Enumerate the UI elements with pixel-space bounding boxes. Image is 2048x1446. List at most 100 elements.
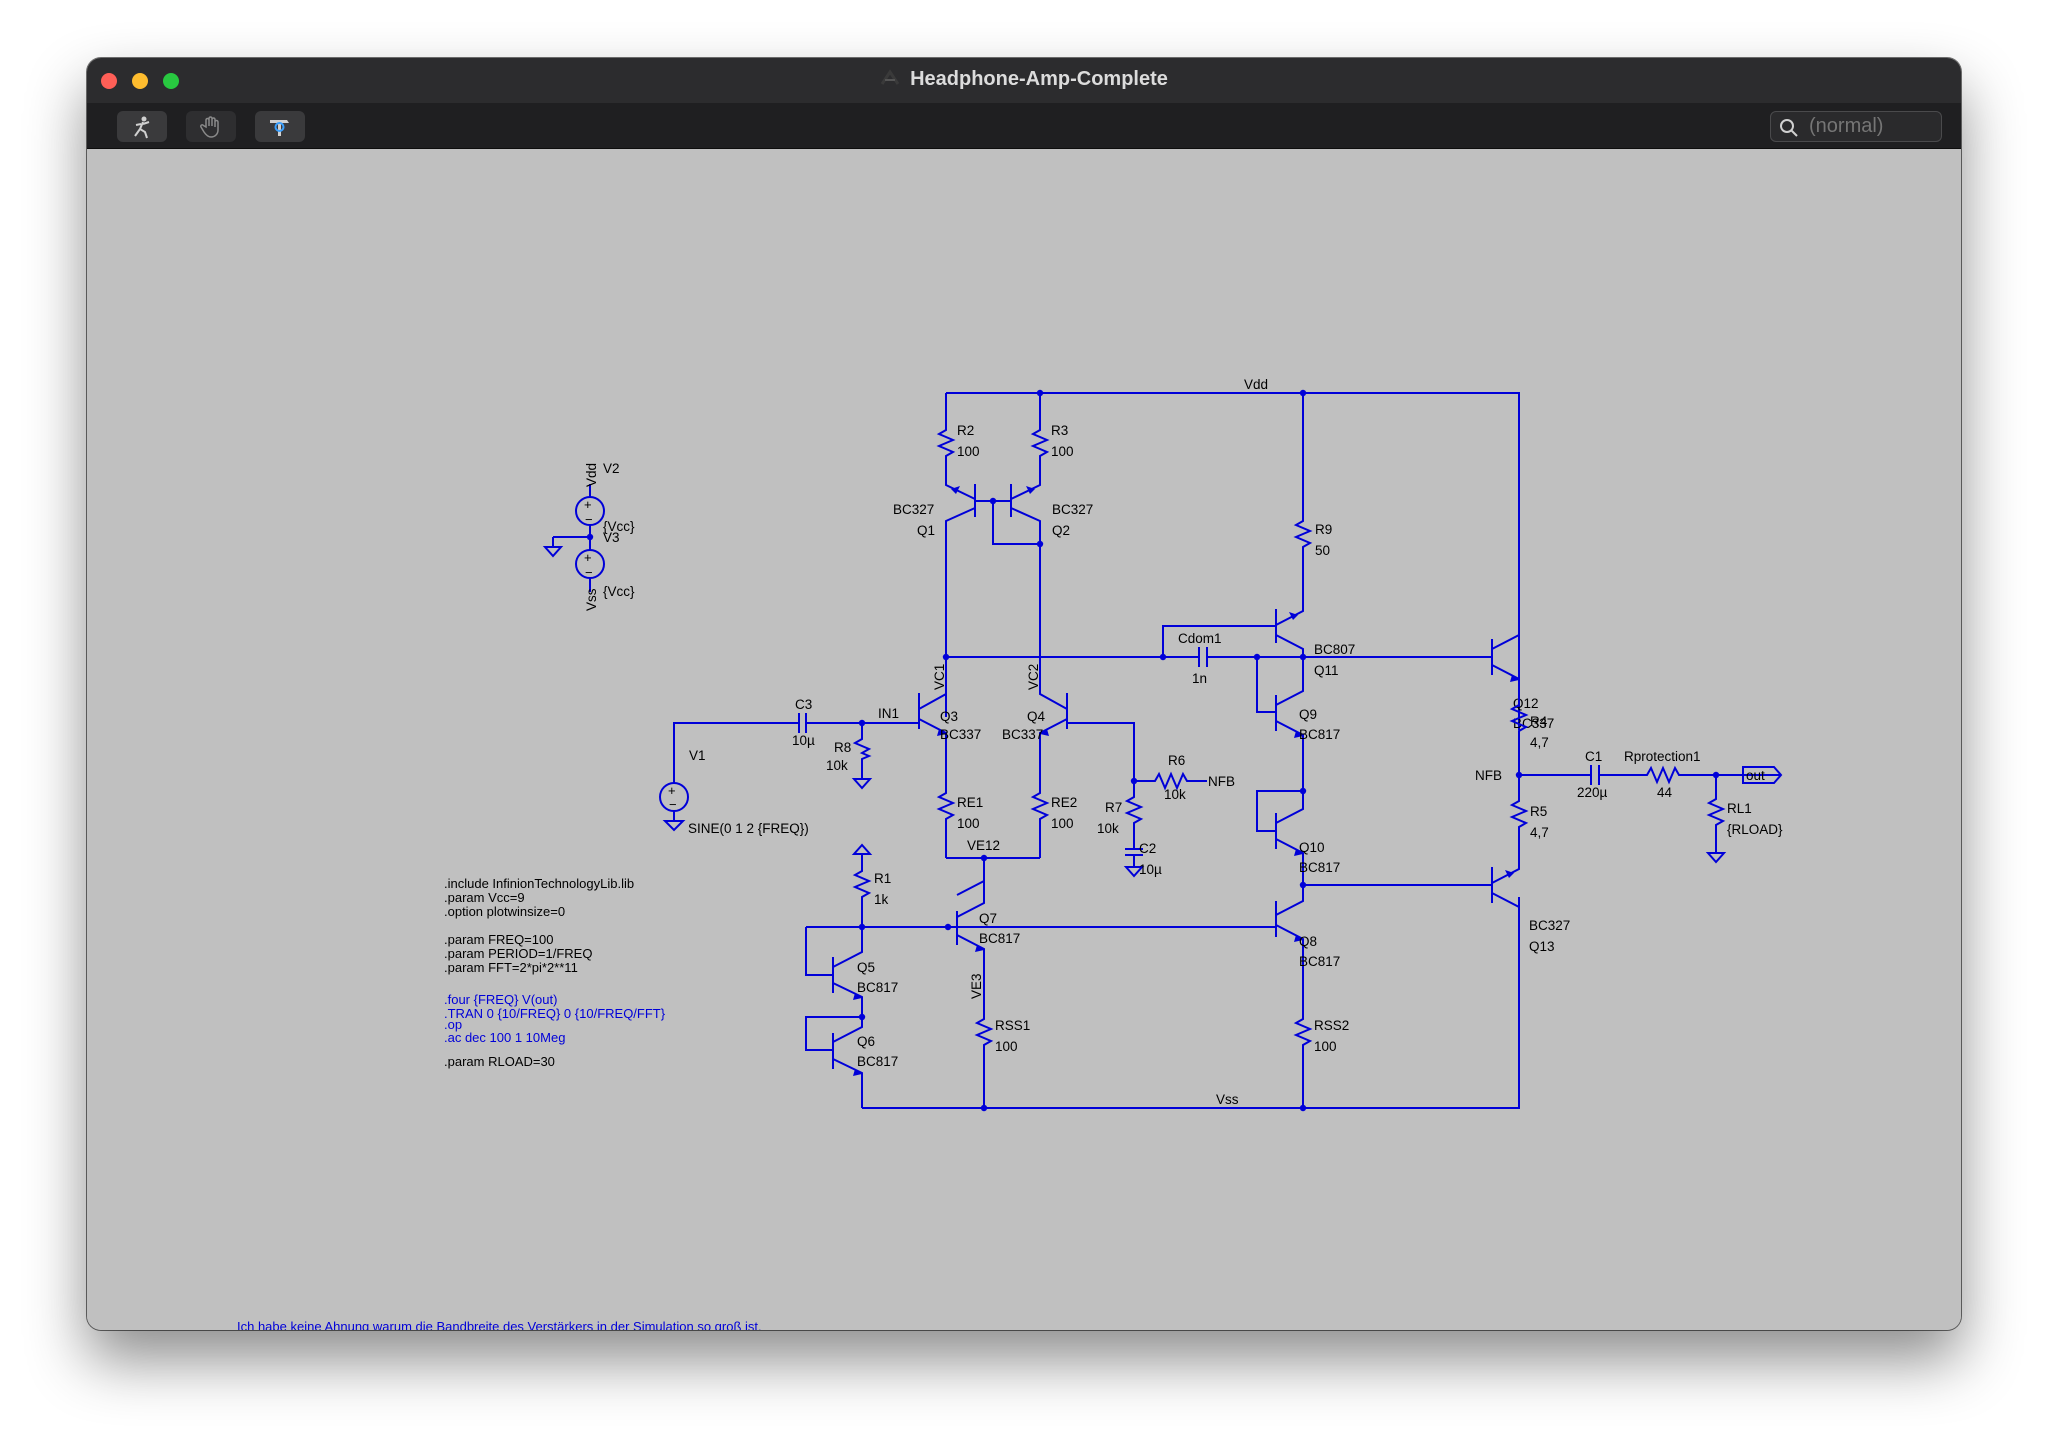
directive-param-vcc: .param Vcc=9: [444, 890, 525, 905]
rss2-value: 100: [1314, 1039, 1337, 1054]
c3-name: C3: [795, 697, 812, 712]
window-title-text: Headphone-Amp-Complete: [910, 68, 1168, 90]
tune-button[interactable]: [255, 111, 305, 142]
r6-name: R6: [1168, 753, 1185, 768]
input-stage: + − C3 10µ R8 10k IN1 V1 SINE(0 1 2 {FRE…: [659, 697, 919, 836]
toolbar: [87, 103, 1961, 149]
re1-value: 100: [957, 816, 980, 831]
current-mirror: R2 100 R3 100 BC327 Q1 BC327 Q2: [893, 393, 1093, 717]
directive-four: .four {FREQ} V(out): [444, 992, 557, 1007]
rl1-value: {RLOAD}: [1727, 822, 1783, 837]
pan-button[interactable]: [186, 111, 236, 142]
svg-text:−: −: [585, 512, 593, 527]
r5-name: R5: [1530, 804, 1547, 819]
vdd-rail: Vdd: [946, 377, 1520, 730]
svg-text:+: +: [584, 550, 592, 565]
v3-symbol: [575, 549, 605, 579]
re2-value: 100: [1051, 816, 1074, 831]
q2-model: BC327: [1052, 502, 1093, 517]
r3-value: 100: [1051, 444, 1074, 459]
spice-directives: .include InfinionTechnologyLib.lib .para…: [444, 876, 666, 1069]
v2-symbol: [575, 496, 605, 526]
net-vdd: Vdd: [1244, 377, 1268, 392]
v1-value: SINE(0 1 2 {FREQ}): [688, 821, 809, 836]
r2-value: 100: [957, 444, 980, 459]
q1-model: BC327: [893, 502, 934, 517]
r6-value: 10k: [1164, 787, 1186, 802]
run-button[interactable]: [117, 111, 167, 142]
svg-text:−: −: [669, 797, 677, 812]
supply-sources: + − + − Vdd Vss V2 {Vcc} V3 V3 {Vcc}: [542, 461, 635, 611]
net-ve3: VE3: [969, 973, 984, 999]
r5-value: 4,7: [1530, 825, 1549, 840]
q5-name: Q5: [857, 960, 875, 975]
net-vc1: VC1: [932, 664, 947, 690]
rss2-name: RSS2: [1314, 1018, 1349, 1033]
diff-pair: Q3 BC337 Q4 BC337 RE1 100 RE2 100 VE12: [918, 657, 1077, 862]
net-vss: Vss: [1216, 1092, 1239, 1107]
q9-name: Q9: [1299, 707, 1317, 722]
directive-param-period: .param PERIOD=1/FREQ: [444, 946, 592, 961]
q5-model: BC817: [857, 980, 898, 995]
directive-include: .include InfinionTechnologyLib.lib: [444, 876, 634, 891]
directive-tran: .TRAN 0 {10/FREQ} 0 {10/FREQ/FFT}: [444, 1006, 666, 1021]
r4-value: 4,7: [1530, 735, 1549, 750]
feedback-network: R6 10k NFB R7 10k C2 10µ: [1067, 722, 1235, 878]
c2-value: 10µ: [1139, 862, 1162, 877]
net-in1: IN1: [878, 706, 899, 721]
svg-text:+: +: [668, 783, 676, 798]
q3-name: Q3: [940, 709, 958, 724]
r9-name: R9: [1315, 522, 1332, 537]
q13-name: Q13: [1529, 939, 1555, 954]
v1-name: V1: [689, 748, 706, 763]
schematic-canvas[interactable]: .w { stroke:#0000d8; stroke-width:2; fil…: [87, 149, 1961, 1330]
svg-text:−: −: [585, 565, 593, 580]
q11-model: BC807: [1314, 642, 1355, 657]
vas-stage: R9 50 BC807 Q11 Q9 BC817 Q10 BC817: [1162, 393, 1492, 1108]
zoom-button[interactable]: [163, 73, 179, 89]
directive-op: .op: [444, 1017, 462, 1032]
re2-name: RE2: [1051, 795, 1077, 810]
hammer-icon: [270, 119, 289, 136]
search-input[interactable]: [1809, 112, 1934, 141]
r1-value: 1k: [874, 892, 889, 907]
q8-name: Q8: [1299, 934, 1317, 949]
v2-name: V2: [603, 461, 620, 476]
minimize-button[interactable]: [132, 73, 148, 89]
q9-model: BC817: [1299, 727, 1340, 742]
output-stage: Q12 BC337 R4 4,7 NFB R5 4,7 BC327 Q13: [1303, 625, 1783, 1108]
search-box[interactable]: [1770, 111, 1942, 142]
ltspice-window: Headphone-Amp-Complete: [87, 58, 1961, 1330]
vss-rail: Vss: [862, 897, 1520, 1112]
schematic-comment: Ich habe keine Ahnung warum die Bandbrei…: [237, 1319, 762, 1330]
q6-model: BC817: [857, 1054, 898, 1069]
directive-param-rload: .param RLOAD=30: [444, 1054, 555, 1069]
directive-param-freq: .param FREQ=100: [444, 932, 553, 947]
search-icon: [1780, 119, 1798, 137]
net-vc2: VC2: [1026, 664, 1041, 690]
q11-name: Q11: [1314, 663, 1339, 678]
v3-name-label: V3: [603, 530, 620, 545]
r7-value: 10k: [1097, 821, 1119, 836]
bias-network: R1 1k Q5 BC817 Q6 BC817 Q7: [805, 843, 1276, 1108]
cdom1-name: Cdom1: [1178, 631, 1222, 646]
net-nfb-r6: NFB: [1208, 774, 1235, 789]
q10-model: BC817: [1299, 860, 1340, 875]
re1-name: RE1: [957, 795, 983, 810]
directive-option: .option plotwinsize=0: [444, 904, 565, 919]
q13-model: BC327: [1529, 918, 1570, 933]
close-button[interactable]: [101, 73, 117, 89]
rprot-name: Rprotection1: [1624, 749, 1701, 764]
q7-name: Q7: [979, 911, 997, 926]
r8-value: 10k: [826, 758, 848, 773]
rl1-name: RL1: [1727, 801, 1752, 816]
q2-name: Q2: [1052, 523, 1070, 538]
window-title: Headphone-Amp-Complete: [87, 68, 1961, 91]
v2-value: {Vcc}: [603, 519, 635, 534]
c1-name: C1: [1585, 749, 1602, 764]
rss1-name: RSS1: [995, 1018, 1030, 1033]
c2-name: C2: [1139, 841, 1156, 856]
vc1-node: Cdom1 1n VC1 VC2: [932, 631, 1307, 690]
net-nfb: NFB: [1475, 768, 1502, 783]
q7-model: BC817: [979, 931, 1020, 946]
